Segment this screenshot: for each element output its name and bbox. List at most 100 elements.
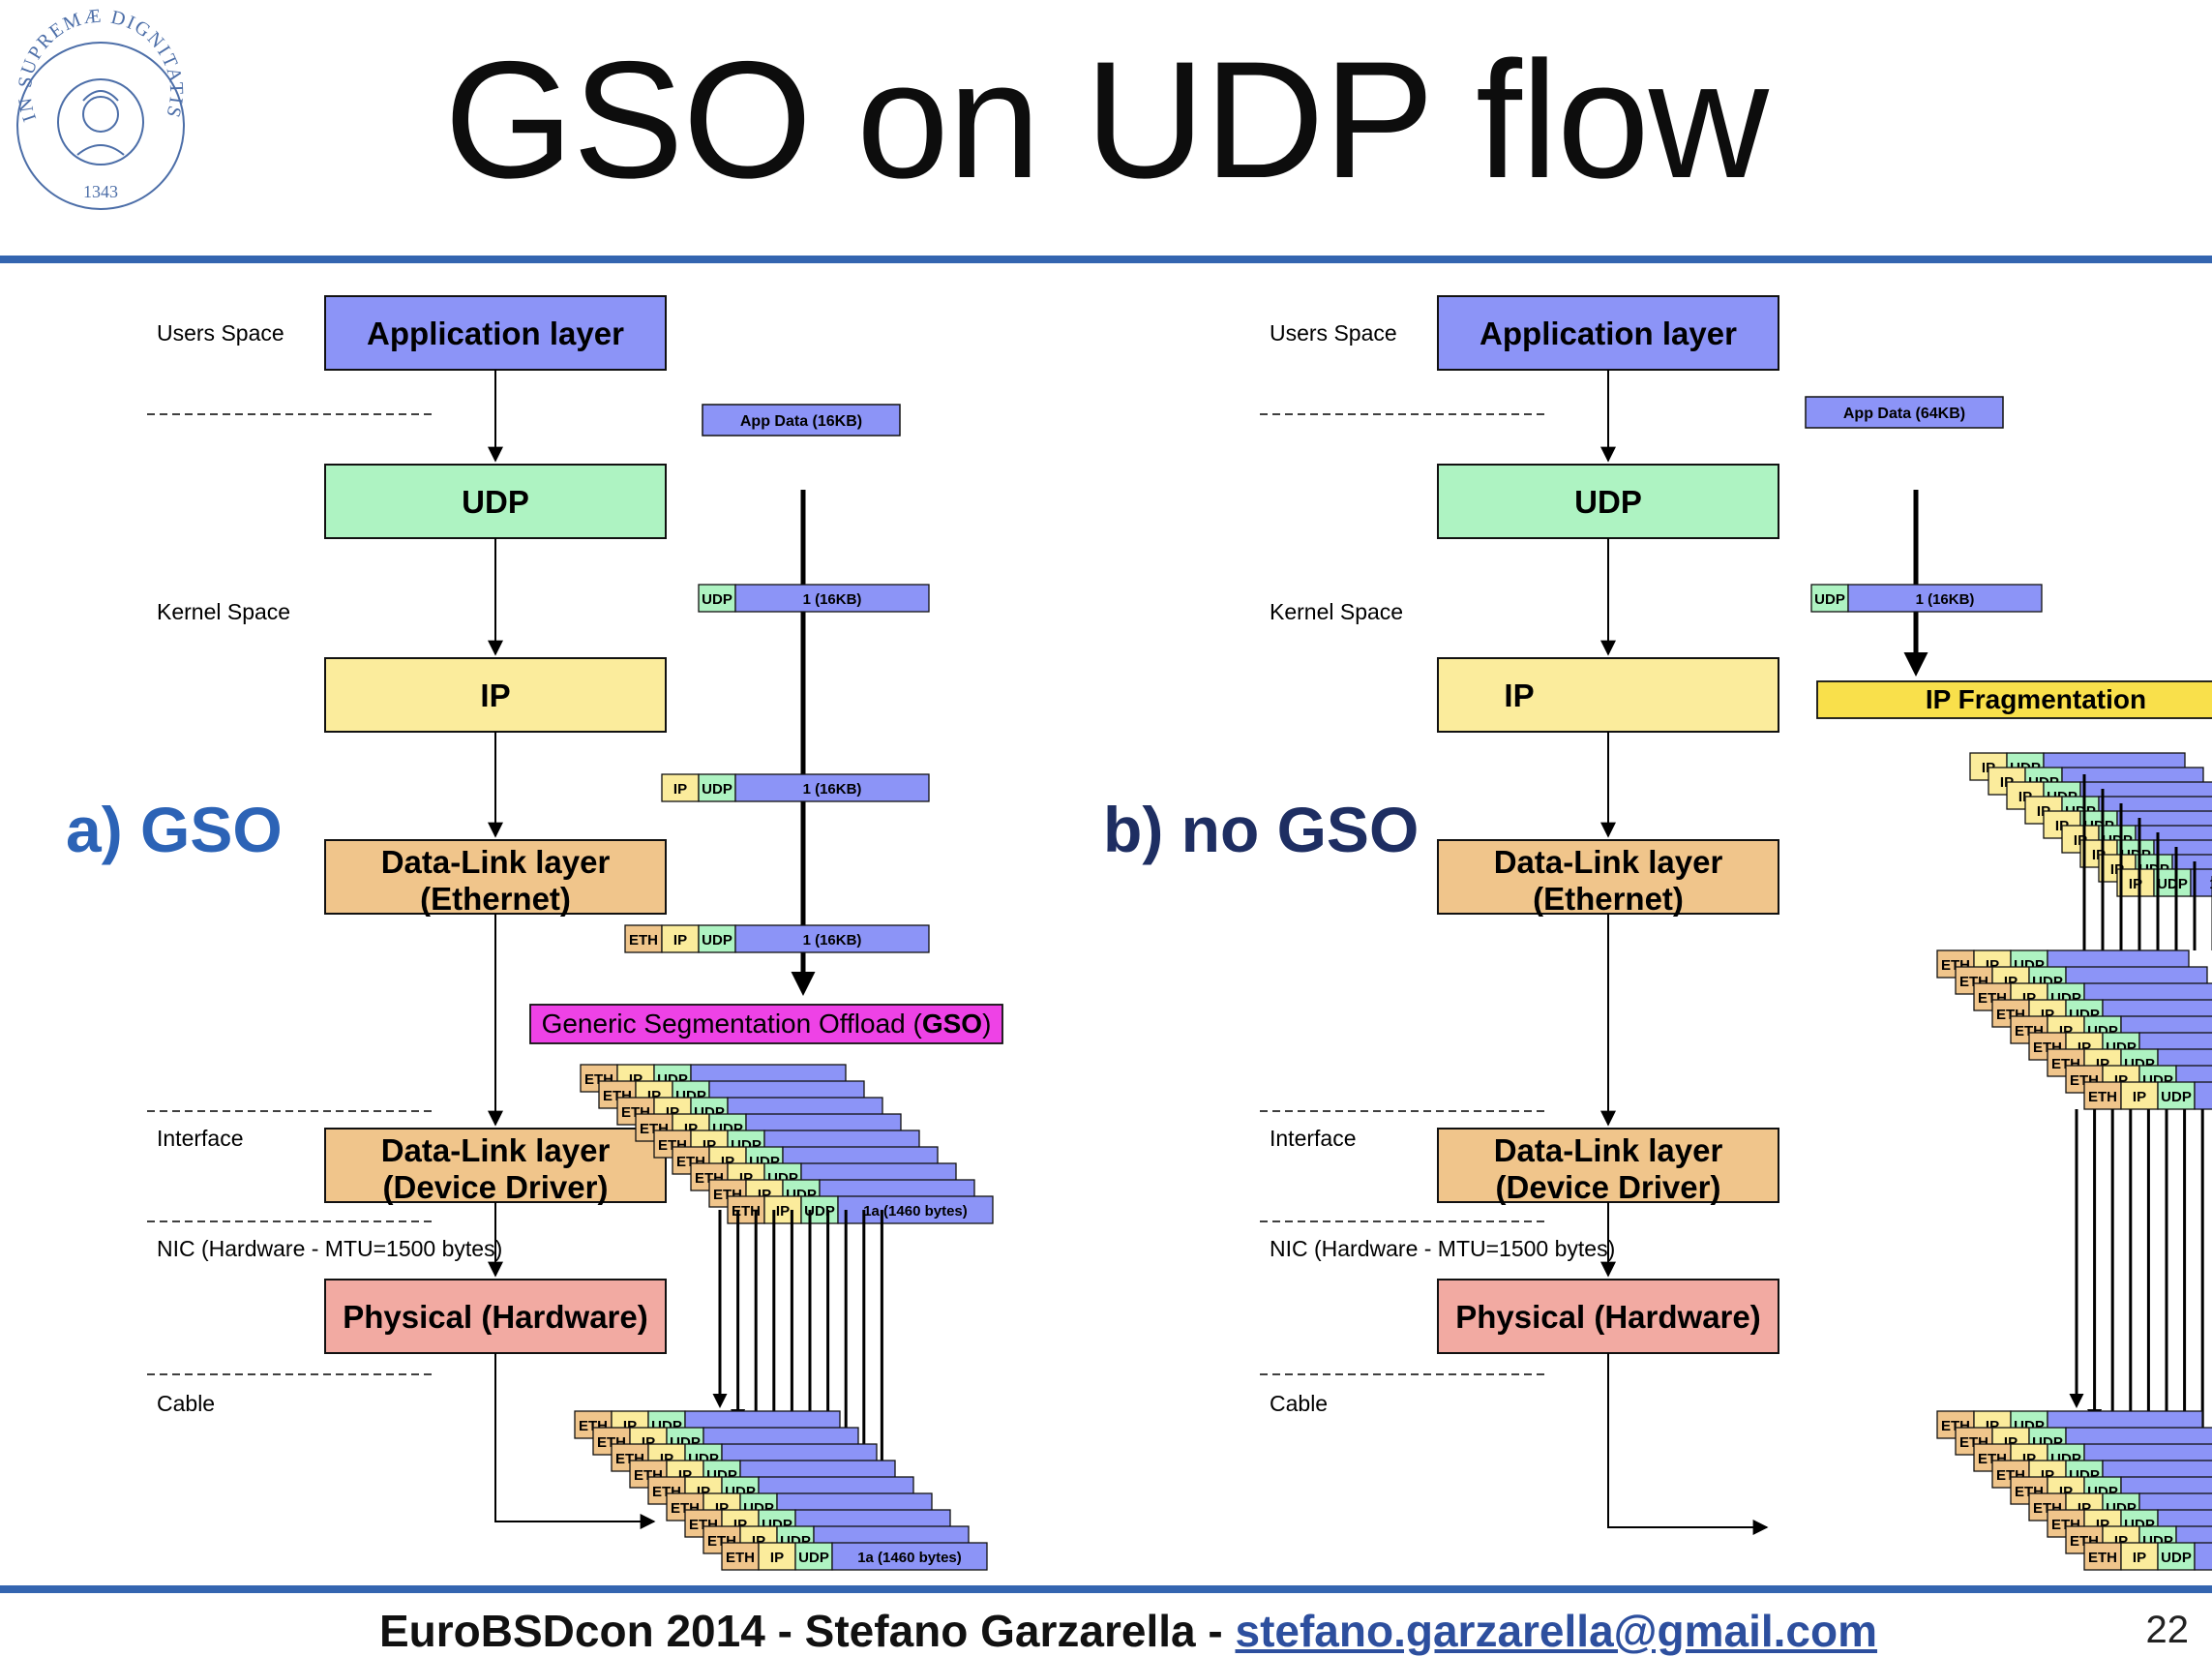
header-eth bbox=[727, 1195, 765, 1224]
header-eth bbox=[624, 924, 663, 953]
panel-label-no-gso: b) no GSO bbox=[1103, 794, 1419, 865]
ip-layer-box bbox=[324, 657, 667, 733]
zone-cable: Cable bbox=[1270, 1391, 1328, 1416]
header-udp-label: UDP bbox=[798, 1550, 829, 1566]
header-eth-label: ETH bbox=[629, 932, 658, 949]
payload-label: 1a (1460 bytes) bbox=[857, 1550, 962, 1566]
zone-interface: Interface bbox=[157, 1126, 244, 1151]
header-udp-label: UDP bbox=[702, 932, 732, 949]
header-eth bbox=[721, 1542, 760, 1571]
header-udp bbox=[2157, 1081, 2196, 1110]
datalink-ethernet-box-label-2: (Ethernet) bbox=[1533, 881, 1684, 917]
zone-nic: NIC (Hardware - MTU=1500 bytes) bbox=[157, 1236, 502, 1261]
header-udp bbox=[698, 924, 736, 953]
payload-label: 1 (16KB) bbox=[803, 932, 862, 949]
zone-nic: NIC (Hardware - MTU=1500 bytes) bbox=[1270, 1236, 1615, 1261]
app-data-box bbox=[702, 404, 901, 437]
udp-layer-box-label: UDP bbox=[1574, 484, 1642, 520]
datalink-ethernet-box bbox=[1437, 839, 1779, 915]
payload-label: 1 (16KB) bbox=[1916, 591, 1975, 608]
header-ip-label: IP bbox=[776, 1203, 790, 1220]
header-udp-label: UDP bbox=[702, 781, 732, 798]
seal-motto: IN SUPREMÆ DIGNITATIS bbox=[15, 5, 185, 124]
udp-layer-box bbox=[1437, 464, 1779, 539]
datalink-ethernet-box-label-1: Data-Link layer bbox=[381, 844, 611, 880]
header-ip-label: IP bbox=[2133, 1089, 2146, 1105]
application-layer-box-label: Application layer bbox=[1480, 316, 1737, 351]
ip-fragmentation-box bbox=[1816, 680, 2212, 719]
payload bbox=[734, 584, 930, 613]
datalink-driver-box-label-1: Data-Link layer bbox=[1494, 1132, 1723, 1168]
app-data-label: App Data (64KB) bbox=[1843, 406, 1965, 422]
app-data-label: App Data (16KB) bbox=[740, 413, 862, 430]
payload bbox=[2194, 1542, 2212, 1571]
seal-year: 1343 bbox=[83, 182, 118, 201]
application-layer-box-label: Application layer bbox=[367, 316, 624, 351]
svg-text:IN SUPREMÆ DIGNITATIS: IN SUPREMÆ DIGNITATIS bbox=[15, 5, 187, 124]
datalink-driver-box-label-2: (Device Driver) bbox=[383, 1169, 609, 1205]
ip-layer-box-label: IP bbox=[480, 678, 510, 713]
payload-label: 1 (16KB) bbox=[803, 781, 862, 798]
packet-udp: UDP 1 (16KB) bbox=[698, 584, 930, 613]
arrow-to-cable bbox=[1607, 1353, 1769, 1535]
header-eth-label: ETH bbox=[2088, 1550, 2117, 1566]
packet-eth-ip-udp: ETH IP UDP 1 (16KB) bbox=[624, 924, 930, 953]
payload-label: 1a (1460 bytes) bbox=[2209, 876, 2212, 892]
header-udp bbox=[1810, 584, 1849, 613]
university-seal-logo: IN SUPREMÆ DIGNITATIS 1343 bbox=[15, 5, 187, 210]
header-udp-label: UDP bbox=[702, 591, 732, 608]
header-ip bbox=[2120, 1081, 2159, 1110]
slide-title: GSO on UDP flow bbox=[444, 27, 1769, 213]
ip-fragmentation-label: IP Fragmentation bbox=[1926, 684, 2146, 714]
application-layer-box bbox=[324, 295, 667, 371]
header-udp bbox=[698, 584, 736, 613]
footer-text: EuroBSDcon 2014 - Stefano Garzarella - s… bbox=[379, 1605, 1877, 1657]
header-ip-label: IP bbox=[673, 932, 687, 949]
page-number: 22 bbox=[2145, 1609, 2190, 1651]
zone-cable: Cable bbox=[157, 1391, 215, 1416]
footer-email-link[interactable]: stefano.garzarella@gmail.com bbox=[1235, 1606, 1878, 1656]
header-udp-label: UDP bbox=[2157, 876, 2188, 892]
payload bbox=[2194, 1081, 2212, 1110]
zone-kernel-space: Kernel Space bbox=[1270, 599, 1403, 624]
ip-layer-box-label: IP bbox=[1504, 678, 1534, 713]
gso-label: Generic Segmentation Offload (GSO) bbox=[542, 1009, 992, 1039]
datalink-driver-box bbox=[1437, 1128, 1779, 1203]
header-udp-label: UDP bbox=[2161, 1550, 2192, 1566]
payload-label: 1 (16KB) bbox=[803, 591, 862, 608]
payload bbox=[734, 924, 930, 953]
payload-label: 1a (1460 bytes) bbox=[863, 1203, 968, 1220]
header-udp bbox=[698, 773, 736, 802]
header-ip-label: IP bbox=[673, 781, 687, 798]
zone-interface: Interface bbox=[1270, 1126, 1357, 1151]
header-udp-label: UDP bbox=[2161, 1089, 2192, 1105]
header-eth-label: ETH bbox=[2088, 1089, 2117, 1105]
segment: ETH IP UDP 1a (1460 bytes) bbox=[721, 1542, 988, 1571]
header-rule bbox=[0, 256, 2212, 263]
header-eth-label: ETH bbox=[726, 1550, 755, 1566]
header-ip bbox=[2116, 868, 2155, 897]
header-ip-label: IP bbox=[770, 1550, 784, 1566]
header-ip bbox=[2120, 1542, 2159, 1571]
datalink-driver-box-label-2: (Device Driver) bbox=[1496, 1169, 1721, 1205]
zone-kernel-space: Kernel Space bbox=[157, 599, 290, 624]
header-ip bbox=[661, 773, 700, 802]
footer-credit: EuroBSDcon 2014 - Stefano Garzarella - bbox=[379, 1606, 1236, 1656]
packet-ip-udp: IP UDP 1 (16KB) bbox=[661, 773, 930, 802]
udp-layer-box-label: UDP bbox=[462, 484, 529, 520]
